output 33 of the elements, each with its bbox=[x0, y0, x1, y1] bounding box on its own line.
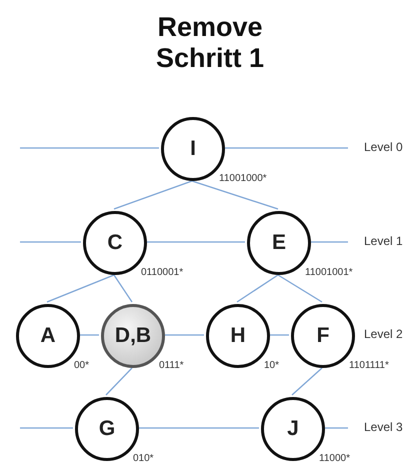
tree-link bbox=[113, 274, 133, 302]
bit-code-label: 0111* bbox=[159, 360, 184, 371]
tree-link bbox=[236, 274, 278, 303]
level-label: Level 3 bbox=[364, 420, 403, 434]
tree-link bbox=[278, 274, 322, 303]
tree-link bbox=[270, 334, 289, 336]
level-label: Level 2 bbox=[364, 327, 403, 341]
bit-code-label: 00* bbox=[74, 360, 90, 371]
tree-link bbox=[46, 274, 114, 303]
bit-code-label: 0110001* bbox=[141, 267, 184, 278]
bit-code-label: 10* bbox=[264, 360, 280, 371]
bit-code-label: 11001000* bbox=[219, 173, 267, 184]
tree-link bbox=[147, 241, 245, 243]
bit-code-label: 11000* bbox=[319, 453, 350, 464]
tree-link bbox=[139, 427, 259, 429]
tree-link bbox=[106, 368, 132, 396]
bit-code-label: 010* bbox=[133, 453, 154, 464]
bit-code-label: 11001001* bbox=[305, 267, 353, 278]
tree-link bbox=[165, 334, 204, 336]
level-line bbox=[225, 147, 348, 149]
title: Remove Schritt 1 bbox=[154, 12, 266, 74]
level-line bbox=[20, 427, 73, 429]
level-line bbox=[311, 241, 348, 243]
level-label: Level 1 bbox=[364, 234, 403, 248]
level-line bbox=[20, 147, 159, 149]
level-line bbox=[20, 241, 81, 243]
level-line bbox=[325, 427, 348, 429]
tree-link bbox=[114, 180, 192, 210]
bit-code-label: 1101111* bbox=[349, 360, 389, 371]
tree-link bbox=[292, 368, 322, 396]
tree-link bbox=[192, 180, 278, 210]
level-label: Level 0 bbox=[364, 140, 403, 154]
tree-link bbox=[80, 334, 99, 336]
